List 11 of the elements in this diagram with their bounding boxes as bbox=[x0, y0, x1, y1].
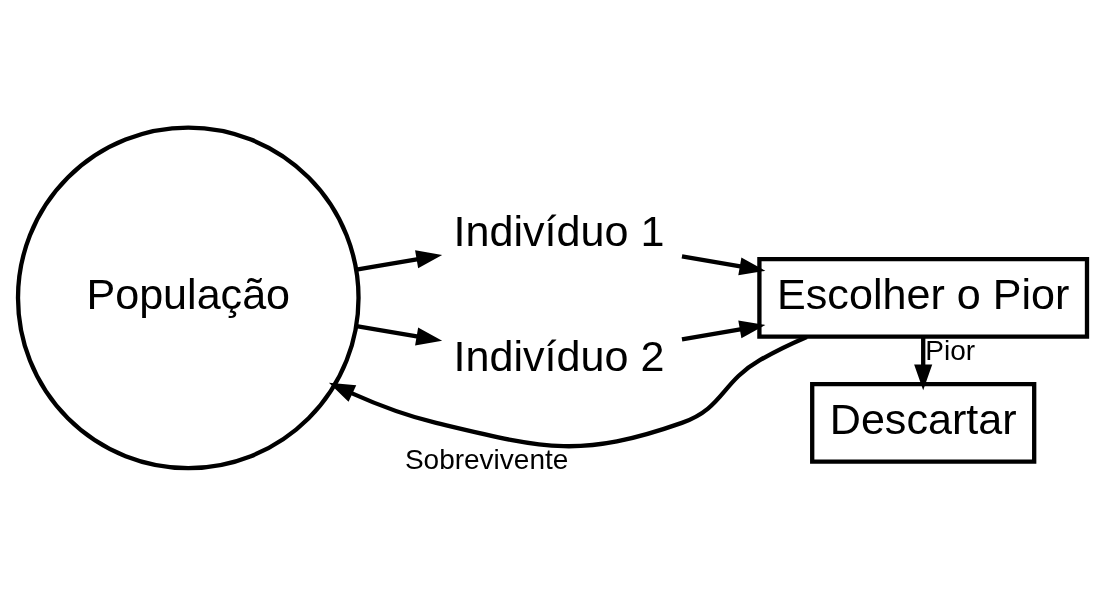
arrow bbox=[681, 253, 766, 275]
arrow bbox=[356, 323, 443, 345]
node-circle: População bbox=[15, 124, 361, 470]
arrow bbox=[914, 336, 933, 390]
node-text: Indivíduo 2 bbox=[453, 331, 665, 380]
arrow bbox=[356, 249, 443, 272]
node-box: Descartar bbox=[810, 381, 1037, 464]
arrow bbox=[681, 319, 766, 341]
node-text: Indivíduo 1 bbox=[453, 206, 665, 255]
node-box: Escolher o Pior bbox=[757, 256, 1090, 339]
edge-label: Sobrevivente bbox=[404, 443, 569, 475]
